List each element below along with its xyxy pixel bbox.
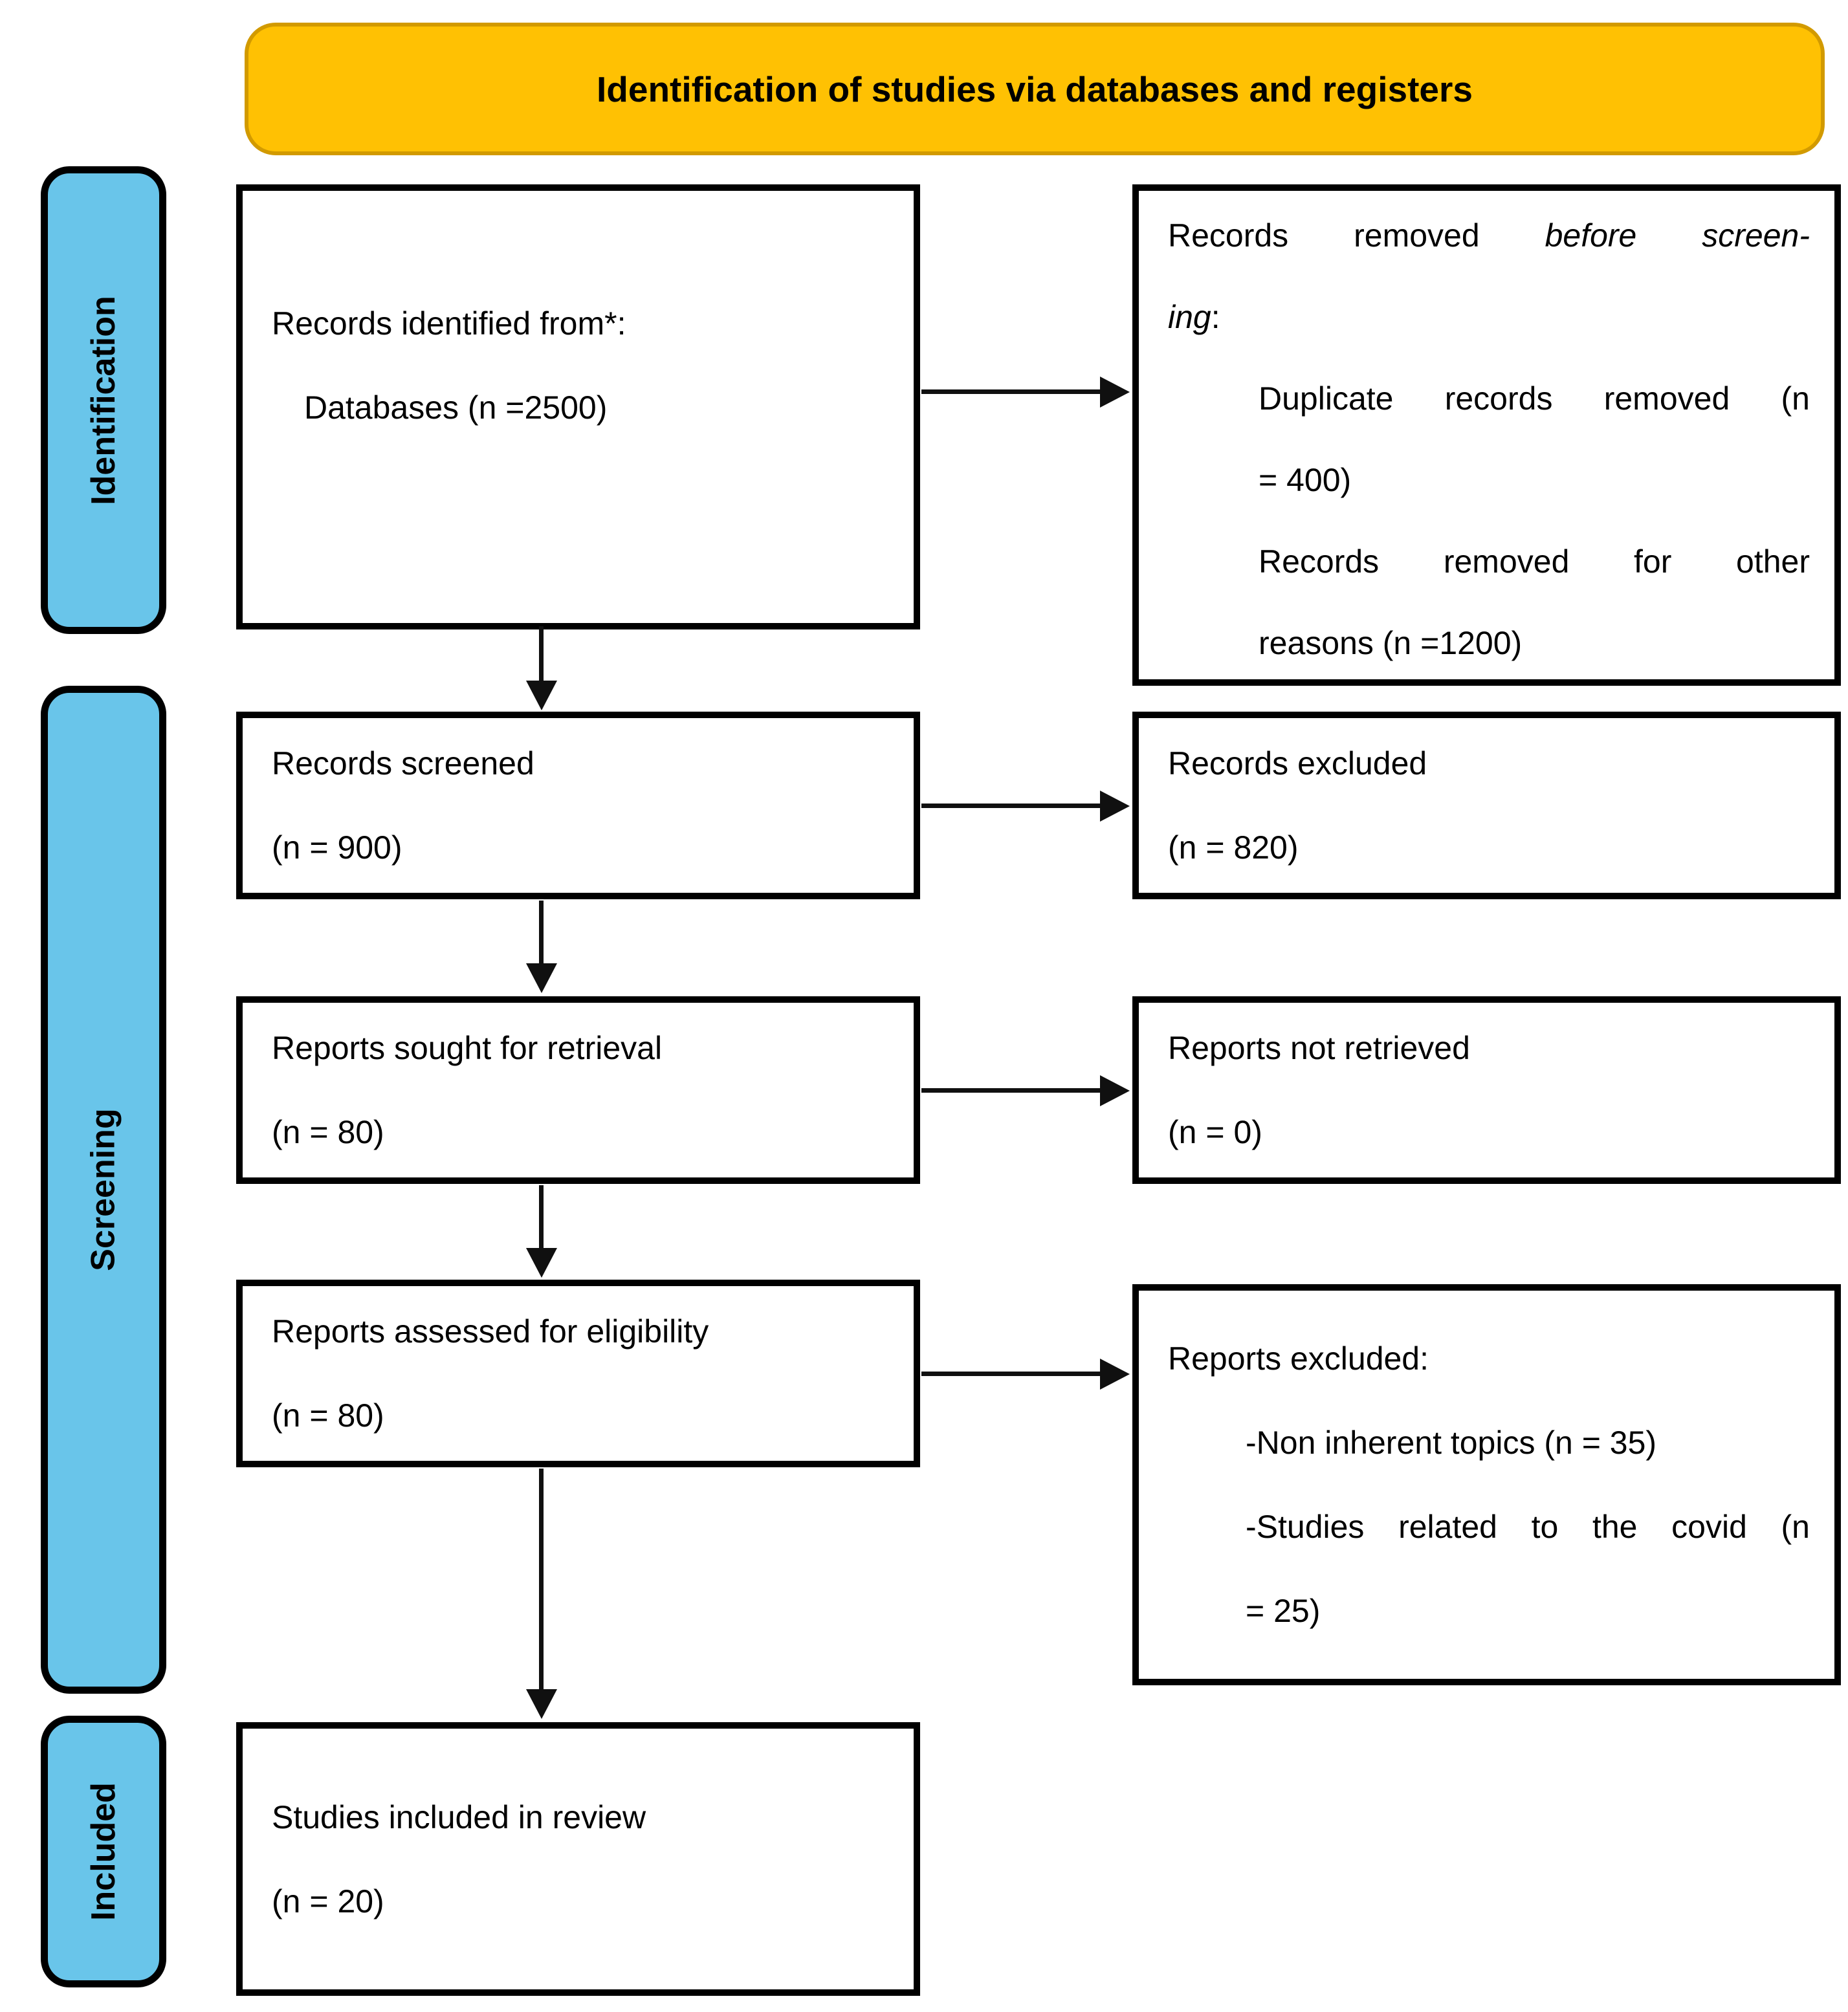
records-removed-line3: Duplicate records removed (n bbox=[1259, 380, 1810, 417]
box-records-identified: Records identified from*: Databases (n =… bbox=[236, 184, 920, 629]
reports-excluded-line4: = 25) bbox=[1246, 1593, 1321, 1629]
stage-label-included-text: Included bbox=[85, 1782, 123, 1921]
reports-not-retrieved-line1: Reports not retrieved bbox=[1168, 1030, 1470, 1066]
arrow-sought-to-notretrieved-line bbox=[921, 1088, 1101, 1093]
reports-not-retrieved-line2: (n = 0) bbox=[1168, 1114, 1262, 1150]
arrow-sought-to-assessed-head bbox=[526, 1248, 557, 1278]
arrow-assessed-to-reportsexcluded-line bbox=[921, 1372, 1101, 1376]
reports-assessed-line2: (n = 80) bbox=[272, 1397, 384, 1434]
arrow-identified-to-removed-line bbox=[921, 389, 1101, 394]
arrow-assessed-to-included-head bbox=[526, 1689, 557, 1719]
stage-label-identification: Identification bbox=[41, 166, 166, 634]
stage-label-screening: Screening bbox=[41, 686, 166, 1694]
reports-sought-line2: (n = 80) bbox=[272, 1114, 384, 1150]
records-removed-line5: Records removed for other bbox=[1259, 543, 1810, 580]
records-excluded-line1: Records excluded bbox=[1168, 745, 1427, 782]
records-excluded-line2: (n = 820) bbox=[1168, 829, 1299, 866]
reports-sought-line1: Reports sought for retrieval bbox=[272, 1030, 663, 1066]
arrow-assessed-to-reportsexcluded-head bbox=[1100, 1359, 1130, 1390]
arrow-screened-to-sought-head bbox=[526, 963, 557, 993]
arrow-screened-to-excluded-head bbox=[1100, 791, 1130, 822]
arrow-identified-to-removed-head bbox=[1100, 377, 1130, 408]
records-screened-line2: (n = 900) bbox=[272, 829, 402, 866]
records-identified-line1: Records identified from*: bbox=[272, 305, 626, 342]
banner: Identification of studies via databases … bbox=[245, 23, 1825, 155]
arrow-screened-to-excluded-line bbox=[921, 804, 1101, 808]
arrow-identified-to-screened-line bbox=[539, 626, 544, 683]
box-reports-not-retrieved: Reports not retrieved (n = 0) bbox=[1132, 996, 1841, 1184]
records-removed-line4: = 400) bbox=[1259, 462, 1352, 498]
records-screened-line1: Records screened bbox=[272, 745, 534, 782]
reports-assessed-line1: Reports assessed for eligibility bbox=[272, 1313, 709, 1350]
reports-excluded-line1: Reports excluded: bbox=[1168, 1340, 1429, 1377]
records-identified-line2: Databases (n =2500) bbox=[304, 389, 608, 426]
arrow-identified-to-screened-head bbox=[526, 681, 557, 710]
box-studies-included: Studies included in review (n = 20) bbox=[236, 1722, 920, 1996]
stage-label-included: Included bbox=[41, 1716, 166, 1987]
records-removed-line2-normal: : bbox=[1211, 299, 1220, 335]
records-removed-line6: reasons (n =1200) bbox=[1259, 625, 1523, 661]
box-records-screened: Records screened (n = 900) bbox=[236, 712, 920, 899]
studies-included-line2: (n = 20) bbox=[272, 1883, 384, 1919]
stage-label-screening-text: Screening bbox=[85, 1108, 123, 1271]
box-reports-excluded: Reports excluded: -Non inherent topics (… bbox=[1132, 1284, 1841, 1685]
studies-included-line1: Studies included in review bbox=[272, 1799, 646, 1835]
records-removed-line2-italic: ing bbox=[1168, 299, 1211, 335]
arrow-sought-to-notretrieved-head bbox=[1100, 1075, 1130, 1106]
stage-label-identification-text: Identification bbox=[85, 295, 122, 505]
box-reports-sought: Reports sought for retrieval (n = 80) bbox=[236, 996, 920, 1184]
records-removed-line2: ing: bbox=[1139, 276, 1834, 358]
records-removed-line1: Records removed before screen- bbox=[1139, 195, 1834, 276]
box-reports-assessed: Reports assessed for eligibility (n = 80… bbox=[236, 1280, 920, 1467]
records-removed-line1-normal: Records removed bbox=[1168, 217, 1545, 254]
box-records-removed: Records removed before screen- ing: Dupl… bbox=[1132, 184, 1841, 686]
box-records-excluded: Records excluded (n = 820) bbox=[1132, 712, 1841, 899]
arrow-screened-to-sought-line bbox=[539, 901, 544, 964]
arrow-assessed-to-included-line bbox=[539, 1469, 544, 1690]
reports-excluded-line2: -Non inherent topics (n = 35) bbox=[1246, 1425, 1657, 1461]
banner-title: Identification of studies via databases … bbox=[597, 69, 1473, 109]
reports-excluded-line3: -Studies related to the covid (n bbox=[1246, 1509, 1810, 1545]
arrow-sought-to-assessed-line bbox=[539, 1185, 544, 1249]
records-removed-line1-italic: before screen- bbox=[1545, 217, 1810, 254]
